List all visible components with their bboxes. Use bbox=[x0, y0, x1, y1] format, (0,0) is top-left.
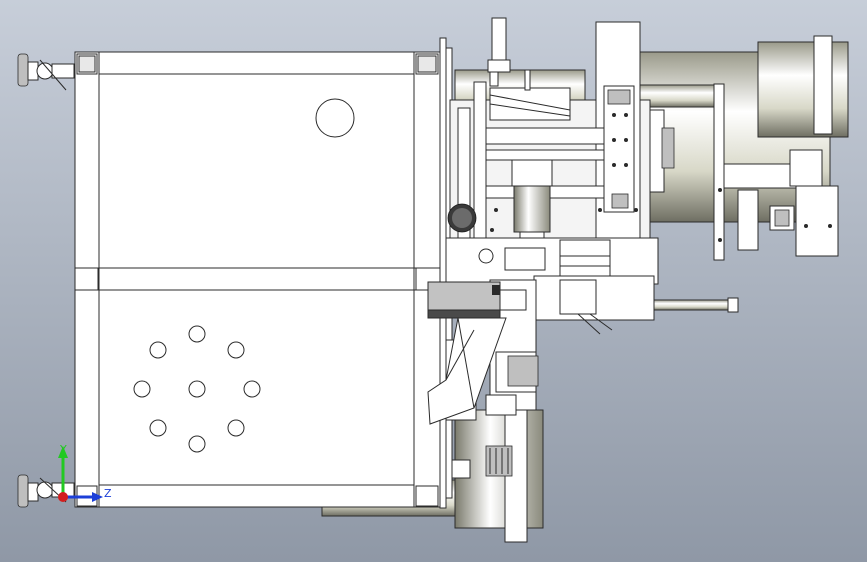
leveling-foot-icon bbox=[17, 53, 75, 91]
hole-pattern bbox=[133, 325, 261, 453]
y-axis-label: Y bbox=[59, 443, 67, 456]
feed-hopper bbox=[427, 281, 507, 425]
bolt-icon bbox=[490, 113, 832, 242]
z-axis-label: Z bbox=[104, 487, 112, 500]
axis-triad-icon: Y Z bbox=[58, 443, 112, 502]
main-frame bbox=[74, 37, 453, 509]
access-port bbox=[315, 98, 355, 138]
x-axis-dot bbox=[58, 492, 68, 502]
